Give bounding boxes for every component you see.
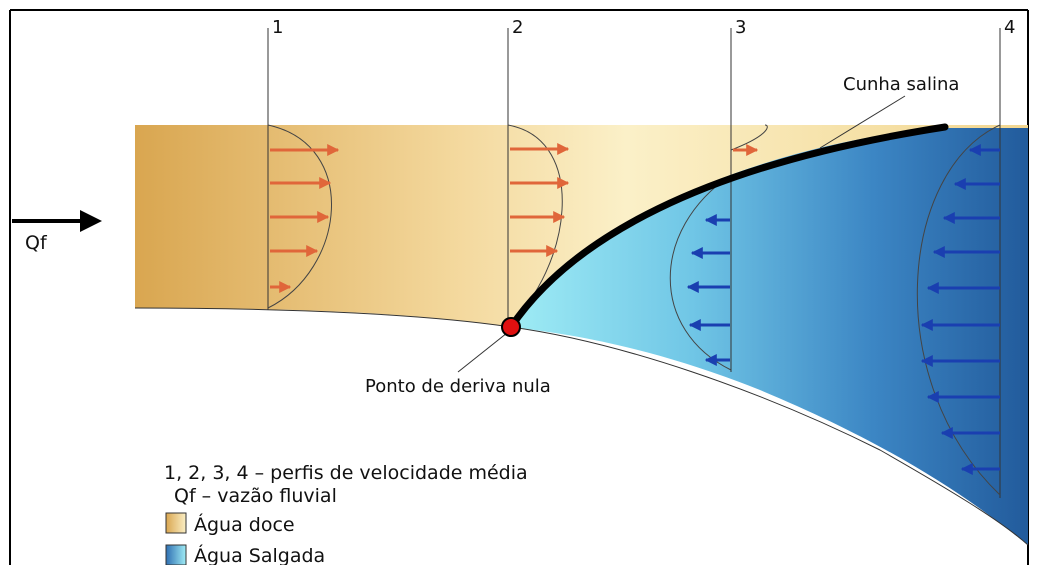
velocity-profile-2-arrows [510,143,570,257]
fresh-water-region [135,125,1028,327]
river-flow-arrow [12,210,102,232]
null-drift-label: Ponto de deriva nula [365,376,551,397]
profile-label-2: 2 [512,17,523,38]
profile-label-3: 3 [735,17,746,38]
velocity-profile-3-arrows-salt [686,214,730,366]
legend-salt-label: Água Salgada [194,544,325,565]
salt-wedge-interface [507,123,949,331]
profile-label-4: 4 [1004,17,1015,38]
flow-label: Qf [25,232,48,254]
riverbed-line [134,307,1029,546]
legend-line-profiles: 1, 2, 3, 4 – perfis de velocidade média [164,462,528,484]
legend-fresh-label: Água doce [194,513,295,536]
salt-water-region [511,128,1028,545]
velocity-profile-1-curve [267,124,332,309]
legend: 1, 2, 3, 4 – perfis de velocidade média … [164,462,528,567]
null-drift-leader [457,332,508,373]
velocity-profile-4-arrows [920,144,1000,475]
legend-line-flow: Qf – vazão fluvial [174,485,337,507]
profile-lines [267,28,1001,498]
legend-fresh-swatch [165,512,187,534]
salt-wedge-leader [819,95,906,149]
salt-wedge-label: Cunha salina [843,74,959,95]
profile-label-1: 1 [272,17,283,38]
null-drift-point-marker [501,317,521,337]
legend-salt-swatch [165,544,187,566]
velocity-profile-3-curve [669,124,768,371]
velocity-profile-4-curve [916,124,1001,496]
velocity-profile-1-arrows [270,144,340,293]
